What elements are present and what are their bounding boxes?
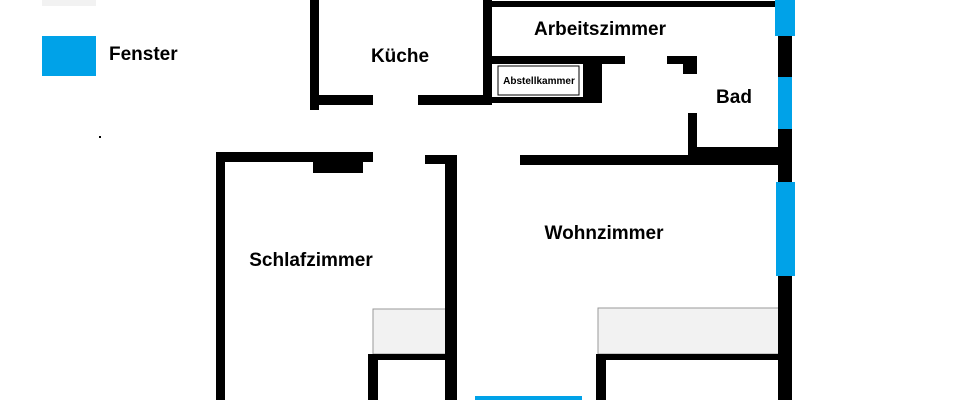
wall-kueche-bottom-right xyxy=(418,95,492,105)
abstellkammer-label-box xyxy=(497,65,580,96)
legend: Fenster xyxy=(42,0,178,138)
wall-schlafzimmer-shelf-post xyxy=(368,354,378,400)
wall-kueche-right xyxy=(483,0,492,105)
wall-corridor-stub xyxy=(425,155,457,164)
room-label-abstellkammer: Abstellkammer xyxy=(503,76,575,87)
wall-kueche-bottom-left xyxy=(318,95,373,105)
legend-label-window: Fenster xyxy=(109,44,178,65)
room-labels: Küche Arbeitszimmer Abstellkammer Bad Sc… xyxy=(249,19,752,271)
legend-swatch-window xyxy=(42,36,96,76)
wall-wohnzimmer-top xyxy=(520,155,778,165)
wall-abstellkammer-bottom xyxy=(492,97,602,103)
window-bad xyxy=(778,77,792,129)
furniture-schlafzimmer-shelf xyxy=(372,308,447,355)
wall-arbeitszimmer-bottom-right xyxy=(667,56,697,64)
wall-schlafzimmer-shelf-edge xyxy=(368,354,457,360)
wall-door-block xyxy=(313,152,363,173)
window-wohnzimmer-bottom xyxy=(475,396,582,400)
room-label-kueche: Küche xyxy=(371,46,429,67)
wall-schlafzimmer-left xyxy=(216,152,225,400)
wall-bad-left xyxy=(688,113,697,158)
wall-wohnzimmer-shelf-edge xyxy=(596,354,780,360)
wall-kueche-left xyxy=(310,0,319,110)
windows xyxy=(475,0,795,400)
legend-swatch-furniture xyxy=(42,0,96,6)
wall-schlafzimmer-top xyxy=(216,152,373,162)
room-label-wohnzimmer: Wohnzimmer xyxy=(545,223,665,244)
furniture xyxy=(372,307,781,355)
wall-wohnzimmer-shelf-post xyxy=(596,354,606,400)
room-label-arbeitszimmer: Arbeitszimmer xyxy=(534,19,667,40)
furniture-wohnzimmer-shelf xyxy=(597,307,781,355)
wall-arbeitszimmer-top xyxy=(492,1,777,7)
room-label-schlafzimmer: Schlafzimmer xyxy=(249,250,373,271)
room-label-bad: Bad xyxy=(716,87,752,108)
wall-schlafzimmer-right xyxy=(445,155,457,400)
wall-bad-stub xyxy=(683,62,697,74)
window-arbeitszimmer xyxy=(775,0,795,36)
wall-arbeitszimmer-bottom-left xyxy=(492,56,625,64)
stray-dot xyxy=(99,136,101,138)
wall-abstellkammer-right xyxy=(583,56,602,103)
window-wohnzimmer-right xyxy=(776,182,795,276)
